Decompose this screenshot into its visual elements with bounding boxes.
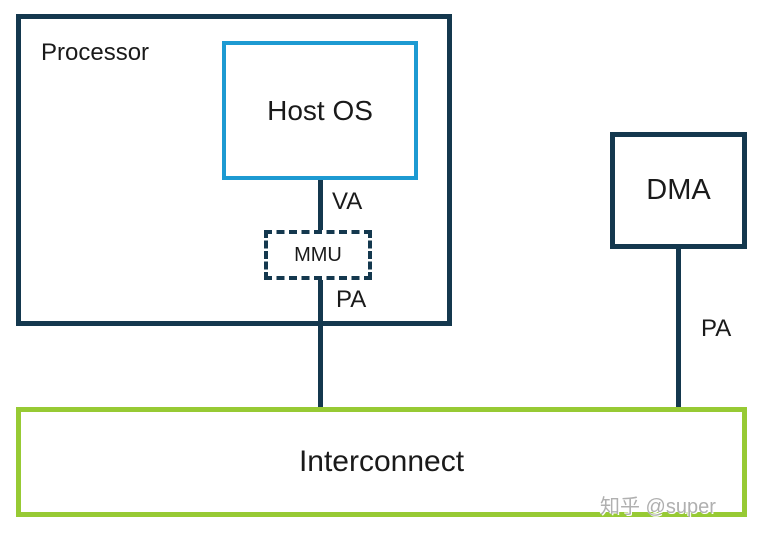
pa-label-processor: PA — [336, 286, 367, 313]
dma-label: DMA — [646, 174, 711, 206]
mmu-box: MMU — [264, 230, 372, 280]
processor-label: Processor — [41, 39, 150, 66]
interconnect-bar: Interconnect — [16, 407, 747, 517]
host-os-box: Host OS — [222, 41, 418, 180]
dma-to-interconnect-line — [676, 247, 681, 410]
host-os-label: Host OS — [267, 94, 373, 126]
pa-label-dma: PA — [701, 315, 732, 342]
mmu-label: MMU — [294, 243, 342, 266]
processor-to-interconnect-line — [318, 178, 323, 410]
dma-box: DMA — [610, 132, 747, 249]
interconnect-label: Interconnect — [298, 445, 465, 478]
zhihu-watermark: 知乎 @super — [600, 496, 716, 518]
processor-box — [16, 14, 452, 326]
va-label: VA — [332, 188, 363, 215]
